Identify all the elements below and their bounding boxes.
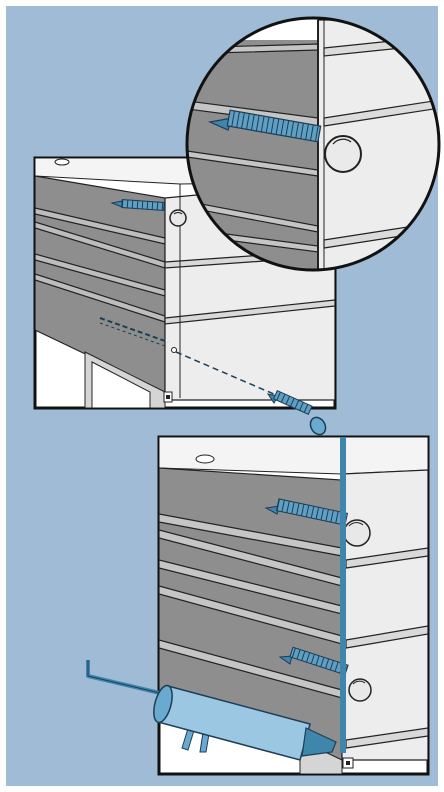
magnifier-circle — [185, 16, 441, 272]
bottom-step-panel — [86, 435, 430, 776]
alignment-line — [340, 437, 346, 753]
screwdriver-icon — [86, 660, 337, 761]
screw-icon — [266, 389, 327, 436]
